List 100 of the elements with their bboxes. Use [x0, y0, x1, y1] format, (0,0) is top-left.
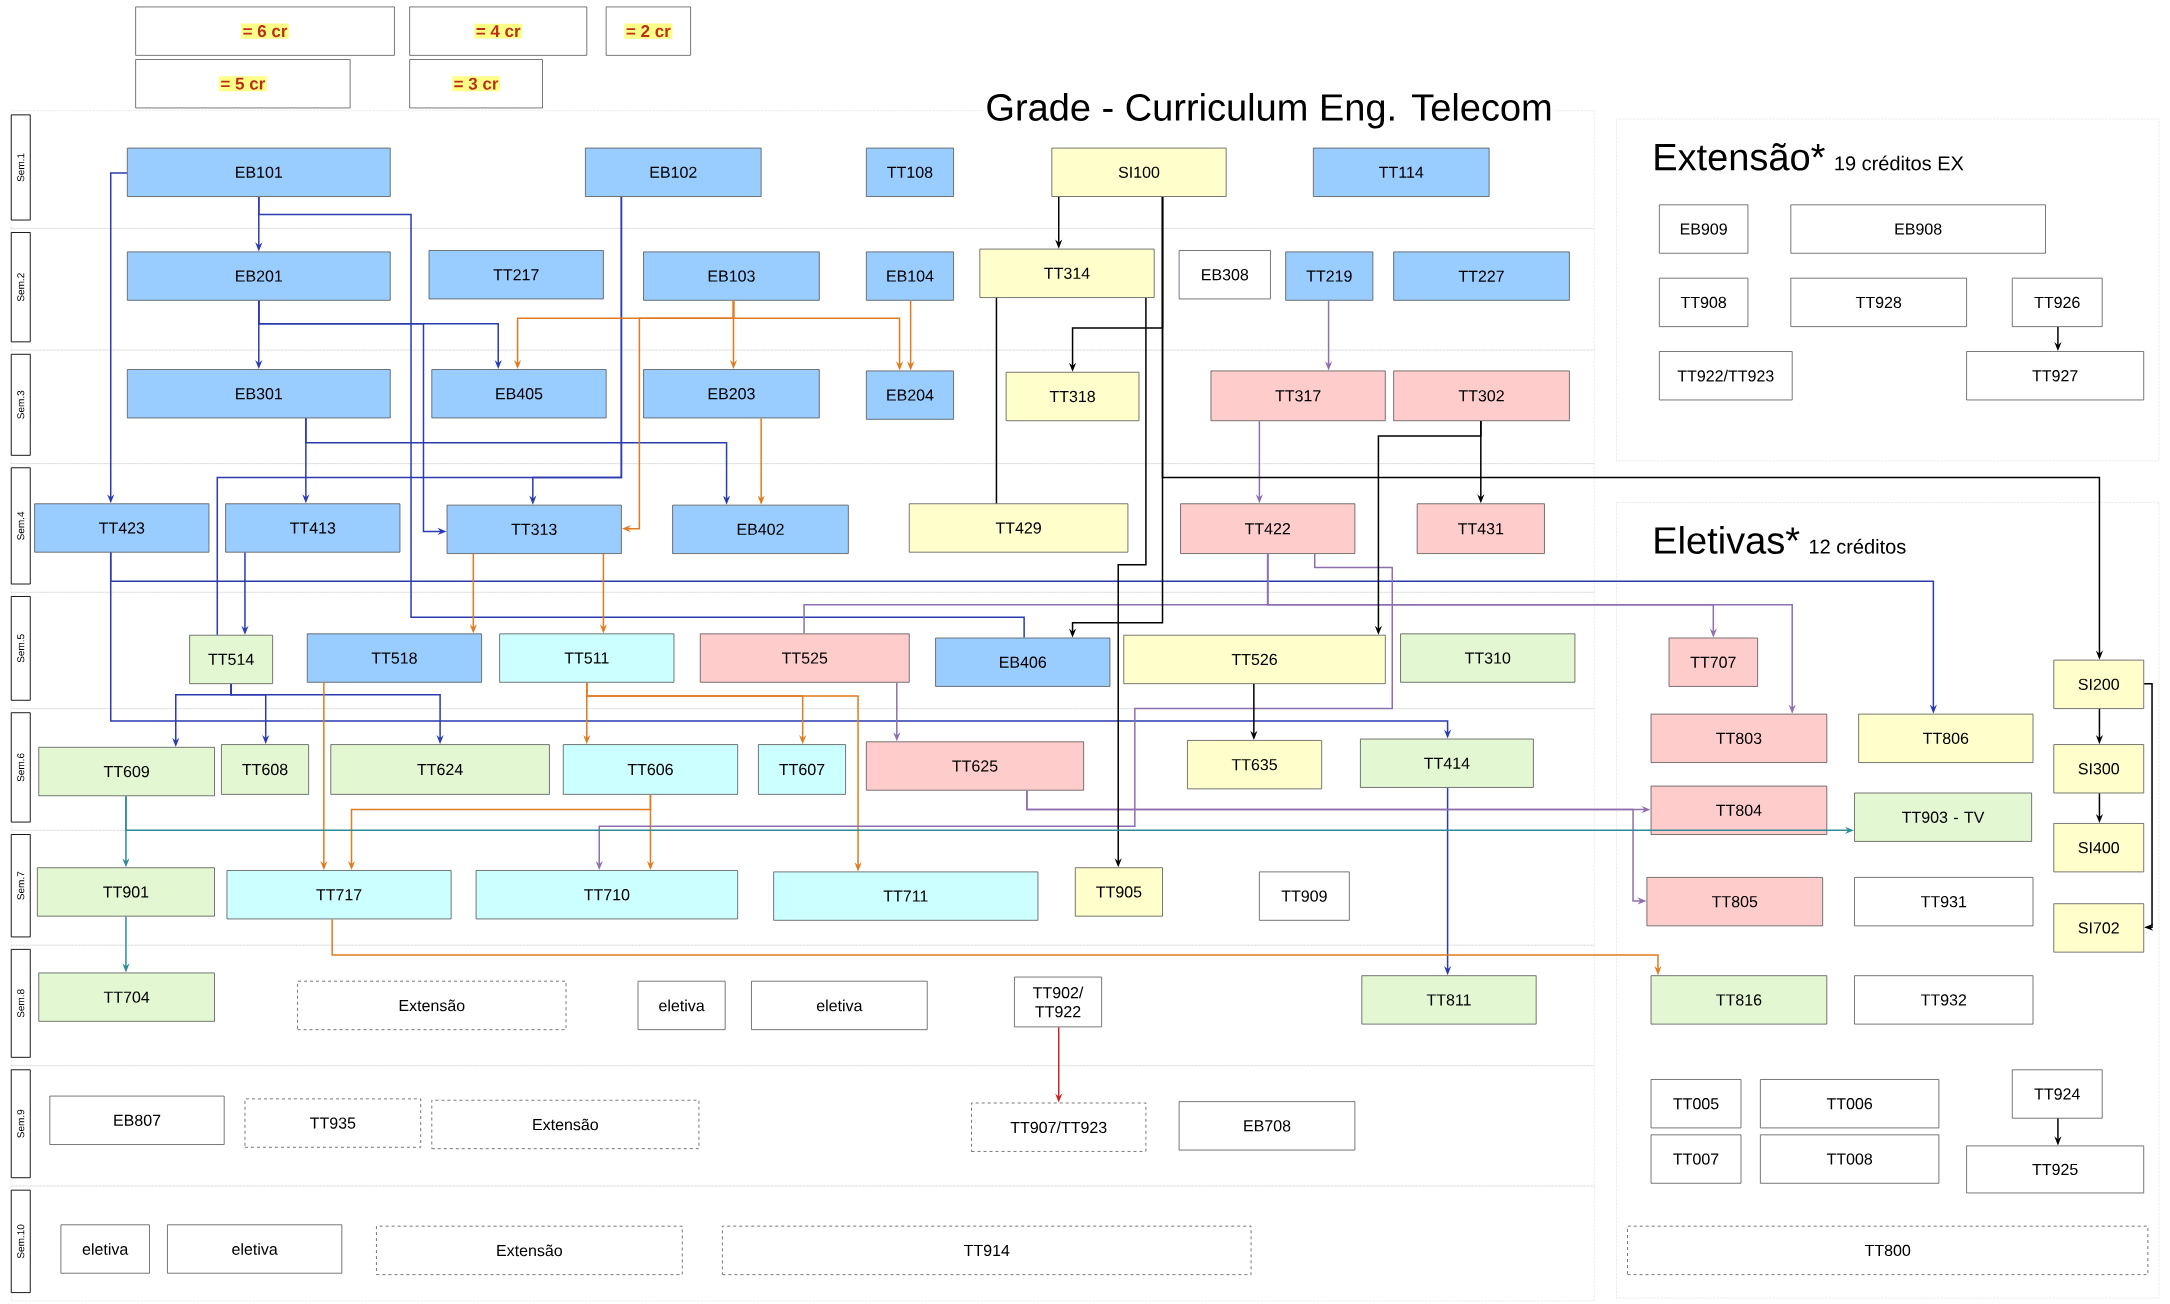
- course-box: TT811: [1361, 975, 1537, 1025]
- course-box: TT114: [1312, 147, 1490, 198]
- course-box: EB203: [643, 369, 820, 419]
- semester-tag: Sem.5: [10, 596, 31, 701]
- course-box: TT526: [1123, 635, 1386, 685]
- semester-tag: Sem.1: [10, 114, 31, 221]
- course-box: TT901: [36, 867, 215, 917]
- course-box: EB103: [643, 251, 820, 301]
- course-box: EB104: [865, 251, 954, 301]
- semester-tag: Sem.4: [10, 467, 31, 585]
- course-box: EB201: [126, 251, 391, 301]
- course-box: TT518: [306, 633, 482, 683]
- connector-line: [216, 196, 623, 636]
- course-box: TT704: [38, 972, 215, 1022]
- course-box: TT007: [1650, 1134, 1742, 1184]
- course-box: eletiva: [637, 981, 726, 1031]
- placeholder-box: TT914: [722, 1225, 1252, 1276]
- course-box: eletiva: [751, 981, 928, 1031]
- course-box: TT609: [38, 747, 215, 797]
- credit-legend-box: = 5 cr: [135, 59, 351, 109]
- credit-legend-box: = 4 cr: [409, 6, 588, 56]
- course-box: EB301: [126, 369, 391, 419]
- course-box: SI100: [1051, 147, 1227, 198]
- course-box: SI400: [2053, 823, 2145, 873]
- course-box: TT514: [189, 635, 274, 685]
- course-box: TT431: [1416, 503, 1545, 555]
- title: Grade - Curriculum Eng. Telecom: [983, 91, 1555, 131]
- course-box: TT925: [1966, 1145, 2145, 1194]
- course-box: TT429: [908, 503, 1129, 553]
- course-box: TT928: [1790, 277, 1967, 328]
- course-box: EB708: [1178, 1101, 1356, 1151]
- course-box: EB102: [585, 147, 762, 198]
- connector-line: [258, 196, 1025, 639]
- course-box: EB909: [1658, 204, 1749, 254]
- course-box: TT927: [1966, 351, 2145, 401]
- placeholder-box: Extensão: [431, 1100, 700, 1150]
- course-box: TT717: [226, 870, 452, 920]
- course-box: EB807: [49, 1095, 225, 1146]
- course-box: TT803: [1650, 713, 1828, 764]
- course-box: TT902/ TT922: [1014, 976, 1102, 1028]
- placeholder-box: Extensão: [376, 1225, 683, 1276]
- course-box: TT926: [2011, 277, 2103, 328]
- course-box: TT317: [1210, 370, 1386, 422]
- course-box: TT635: [1187, 740, 1323, 790]
- course-box: SI200: [2053, 659, 2145, 710]
- course-box: TT816: [1650, 975, 1828, 1025]
- semester-tag: Sem.8: [10, 949, 31, 1058]
- semester-tag: Sem.3: [10, 354, 31, 456]
- course-box: TT805: [1646, 877, 1824, 927]
- arrow: [2143, 683, 2154, 931]
- placeholder-box: TT800: [1627, 1225, 2149, 1276]
- course-box: eletiva: [167, 1224, 343, 1274]
- course-box: TT624: [330, 744, 550, 795]
- semester-tag: Sem.9: [10, 1069, 31, 1179]
- placeholder-box: TT907/TT923: [971, 1102, 1147, 1152]
- panel-note: 19 créditos EX: [1835, 155, 1964, 171]
- course-box: TT804: [1650, 785, 1828, 836]
- connector-line: [995, 297, 998, 505]
- course-box: TT005: [1650, 1079, 1742, 1129]
- course-box: EB405: [431, 369, 607, 419]
- course-box: TT227: [1393, 251, 1570, 301]
- course-box: TT423: [34, 503, 210, 553]
- course-box: TT525: [699, 633, 910, 683]
- course-box: EB406: [935, 637, 1111, 687]
- course-box: TT313: [446, 504, 622, 555]
- course-box: TT710: [475, 870, 739, 920]
- course-box: TT932: [1854, 975, 2034, 1025]
- course-box: TT707: [1668, 637, 1758, 687]
- course-box: TT922/TT923: [1658, 351, 1793, 401]
- credit-legend-box: = 6 cr: [135, 6, 395, 56]
- placeholder-box: Extensão: [297, 981, 567, 1031]
- course-box: TT903 - TV: [1854, 792, 2033, 842]
- course-box: TT302: [1393, 370, 1570, 422]
- course-box: TT217: [428, 250, 604, 300]
- course-box: TT806: [1858, 713, 2034, 764]
- panel-note: 12 créditos: [1810, 539, 1906, 554]
- panel-title: Extensão*: [1655, 143, 1825, 171]
- course-box: TT413: [225, 503, 401, 553]
- course-box: TT607: [758, 744, 846, 795]
- course-box: TT905: [1074, 867, 1163, 917]
- semester-tag: Sem.10: [10, 1189, 31, 1294]
- course-box: SI300: [2053, 744, 2145, 794]
- course-box: TT908: [1658, 277, 1749, 328]
- credit-legend-box: = 3 cr: [409, 59, 543, 109]
- course-box: EB101: [126, 147, 391, 198]
- course-box: SI702: [2053, 903, 2145, 953]
- course-box: TT909: [1259, 871, 1350, 921]
- course-box: TT414: [1360, 738, 1534, 789]
- course-box: TT108: [865, 147, 954, 198]
- course-box: TT625: [865, 741, 1085, 791]
- placeholder-box: TT935: [244, 1098, 422, 1148]
- course-box: TT924: [2011, 1069, 2103, 1119]
- course-box: TT310: [1400, 633, 1576, 683]
- course-box: TT219: [1285, 251, 1374, 301]
- panel-title: Eletivas*: [1655, 526, 1800, 555]
- course-box: EB308: [1178, 250, 1271, 300]
- semester-tag: Sem.7: [10, 834, 31, 938]
- course-box: EB908: [1790, 204, 2046, 254]
- course-box: TT608: [221, 744, 309, 795]
- course-box: TT314: [979, 248, 1155, 299]
